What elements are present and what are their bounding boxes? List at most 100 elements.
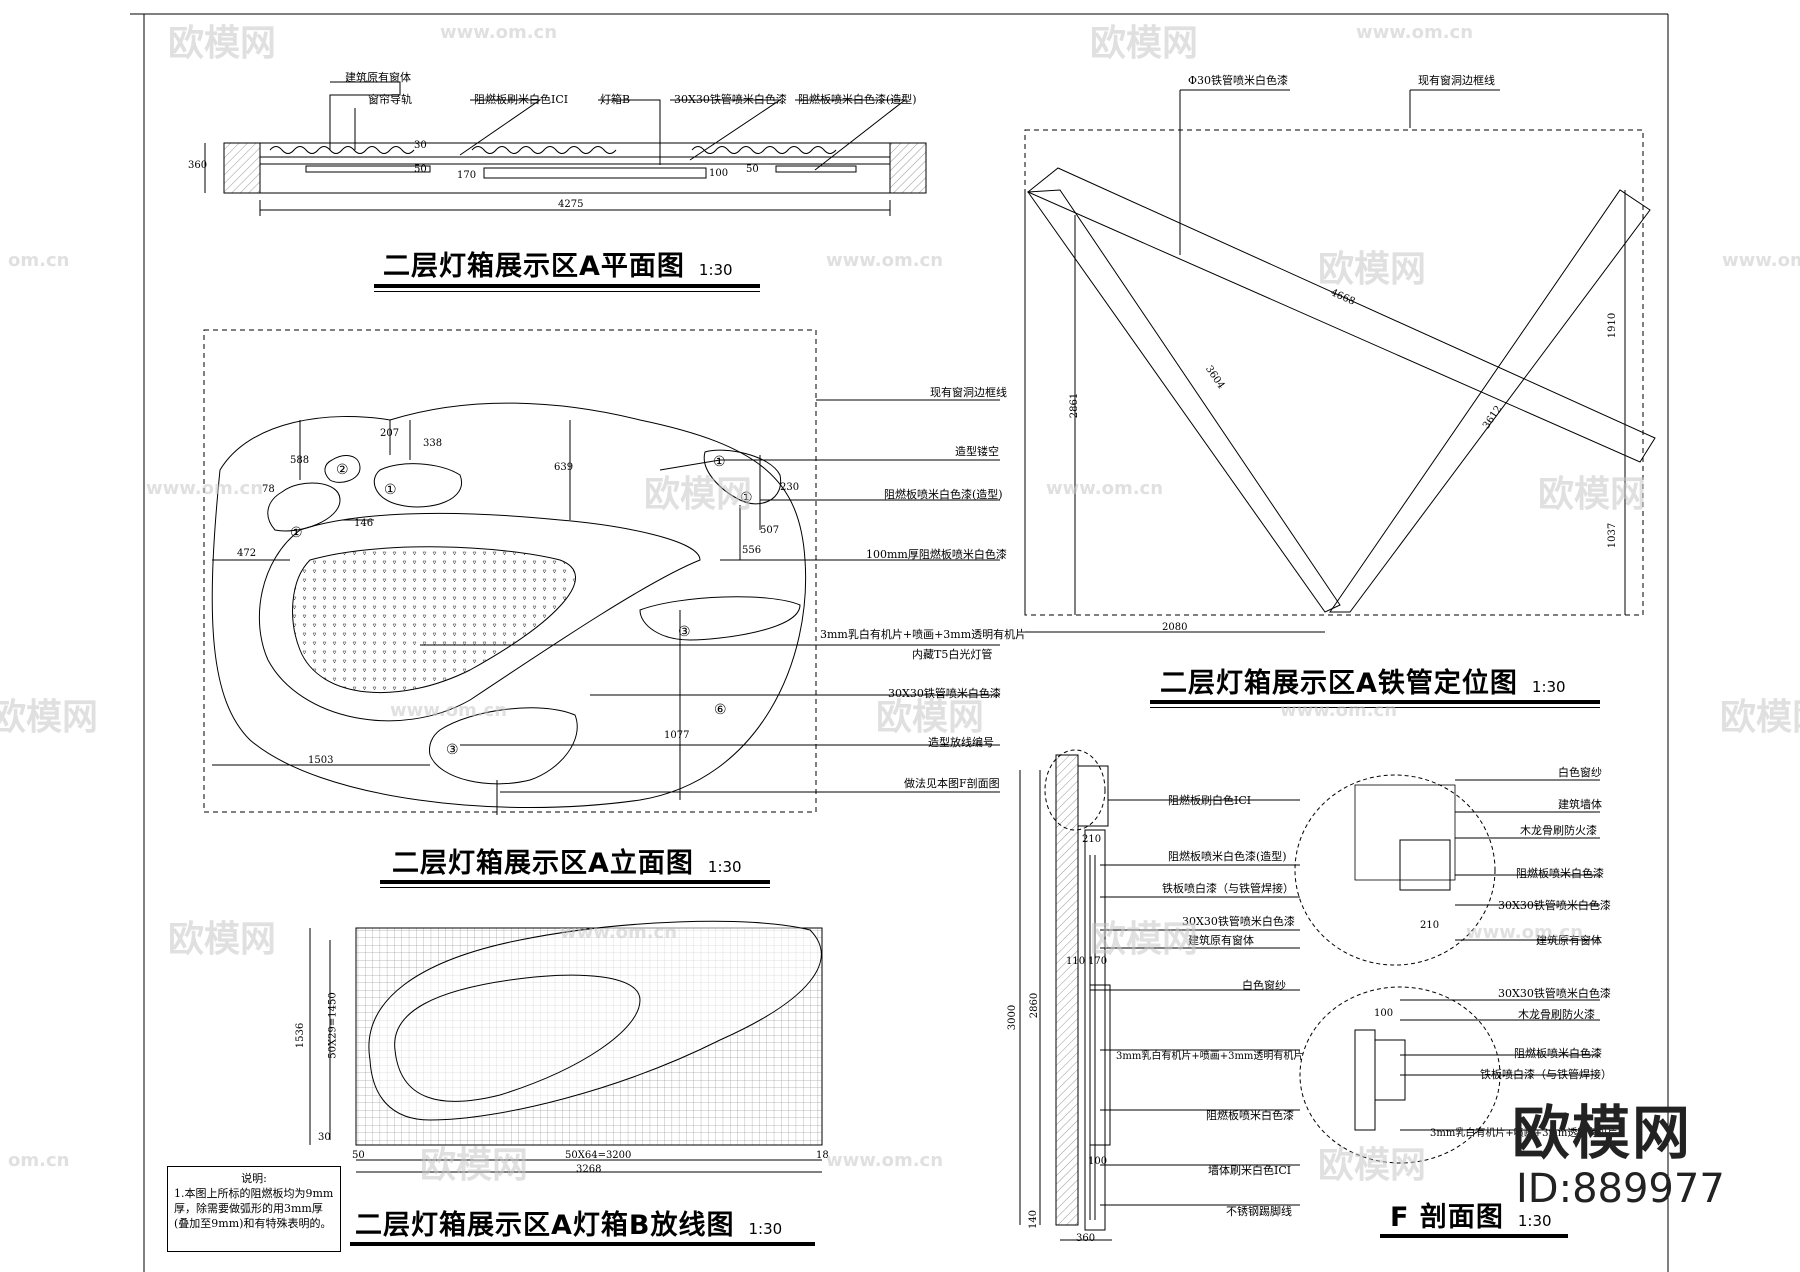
watermark-logo-12: 欧模网 [1318,1145,1427,1186]
section-r-label-4: 阻燃板喷米白色漆 [1516,867,1604,880]
section-title: F 剖面图 1:30 [1390,1195,1552,1234]
watermark-logo-7: 欧模网 [876,697,985,738]
elev-dim-1503: 1503 [308,755,334,766]
watermark-url-6: www.om.cn [146,478,264,499]
watermark-url-4: www.om.cn [826,250,944,271]
elev-label-acrylic: 3mm乳白有机片+喷画+3mm透明有机片 [820,628,1027,641]
elev-title-underline [380,880,770,884]
elev-label-see: 做法见本图F剖面图 [904,777,1000,790]
section-title-underline [1380,1234,1568,1238]
plan-dim-30: 30 [414,140,427,151]
elev-scale: 1:30 [707,858,742,876]
elev-marker-6: ⑥ [714,702,727,718]
elev-dim-338: 338 [423,438,443,449]
pipe-title-underline-thin [1150,707,1600,708]
plan-title-text: 二层灯箱展示区A平面图 [383,251,685,282]
elev-dim-1077: 1077 [664,730,690,741]
watermark-url-9: www.om.cn [1280,700,1398,721]
notes-heading: 说明: [241,1172,267,1185]
layout-dim-50: 50 [352,1150,365,1161]
elev-marker-1d: ① [740,490,753,506]
plan-dim-170: 170 [457,170,477,181]
section-dim-2860: 2860 [1029,992,1041,1019]
layout-title-underline [350,1242,815,1246]
pipe-title-text: 二层灯箱展示区A铁管定位图 [1160,668,1518,699]
elev-label-lamp: 内藏T5白光灯管 [912,648,993,661]
pipe-title: 二层灯箱展示区A铁管定位图 1:30 [1160,661,1566,700]
plan-title-underline-thin [374,291,760,292]
sheet-border [130,13,1669,1272]
section-r-label-10: 铁板喷白漆（与铁管焊接） [1480,1068,1612,1081]
brand-id: ID:889977 [1516,1166,1725,1212]
elev-label-pipe: 30X30铁管喷米白色漆 [888,687,1001,700]
plan-label-shape: 阻燃板喷米白色漆(造型) [798,93,917,106]
brand-logo-text: 欧模网 [1512,1099,1693,1167]
layout-dim-50x29: 50X29=1450 [327,992,339,1059]
elev-label-hollow: 造型镂空 [955,445,999,458]
elev-marker-3a: ③ [678,624,691,640]
section-scale: 1:30 [1517,1212,1552,1230]
layout-dim-3268: 3268 [576,1164,602,1175]
section-dim-3000: 3000 [1007,1004,1019,1031]
plan-scale: 1:30 [698,261,733,279]
pipe-scale: 1:30 [1531,678,1566,696]
layout-scale: 1:30 [748,1220,783,1238]
elev-marker-2: ② [336,462,349,478]
notes-body: 1.本图上所标的阻燃板均为9mm厚，除需要做弧形的用3mm厚(叠加至9mm)和有… [174,1187,334,1230]
section-r-label-5: 30X30铁管喷米白色漆 [1498,899,1611,912]
plan-dim-total: 4275 [558,199,584,210]
plan-label-rail: 窗帘导轨 [368,93,412,106]
section-r-label-9: 阻燃板喷米白色漆 [1514,1047,1602,1060]
pipe-title-underline [1150,700,1600,704]
plan-label-window: 建筑原有窗体 [345,71,411,84]
section-dim-210a: 210 [1082,834,1102,845]
watermark-url-8: www.om.cn [390,700,508,721]
plan-label-board: 阻燃板刷米白色ICI [474,93,569,106]
plan-label-lightbox: 灯箱B [600,93,631,106]
layout-dim-30: 30 [318,1132,331,1143]
elev-dim-78: 78 [262,484,275,495]
section-label-5: 建筑原有窗体 [1188,934,1254,947]
section-title-text: F 剖面图 [1390,1202,1504,1233]
elev-dim-556: 556 [742,545,762,556]
elev-dim-507: 507 [760,525,780,536]
elev-marker-1a: ① [290,525,303,541]
elevation-view [203,329,1000,815]
watermark-url-3: om.cn [8,250,70,271]
plan-label-pipe: 30X30铁管喷米白色漆 [674,93,787,106]
layout-dim-1536: 1536 [295,1022,307,1049]
elev-label-shape: 阻燃板喷米白色漆(造型) [884,488,1003,501]
section-r-label-3: 木龙骨刷防火漆 [1520,824,1597,837]
elev-title: 二层灯箱展示区A立面图 1:30 [392,841,742,880]
section-r-label-1: 白色窗纱 [1558,766,1602,779]
watermark-logo-4: 欧模网 [644,474,753,515]
elev-label-frame: 现有窗洞边框线 [930,386,1007,399]
layout-dim-18: 18 [816,1150,829,1161]
pipe-dim-2861: 2861 [1069,392,1081,419]
section-label-6: 白色窗纱 [1242,979,1286,992]
elev-marker-1b: ① [384,482,397,498]
elev-title-underline-thin [380,887,770,888]
section-dim-210b: 210 [1420,920,1440,931]
watermark-logo-8: 欧模网 [1720,697,1800,738]
elev-marker-3b: ③ [446,742,459,758]
watermark-url-10: www.om.cn [560,922,678,943]
section-label-9: 墙体刷米白色ICI [1208,1164,1292,1177]
pipe-label-frame: 现有窗洞边框线 [1418,74,1495,87]
pipe-location-view [1024,89,1656,633]
section-dim-100a: 100 [1088,1156,1108,1167]
plan-title-underline [374,284,760,288]
plan-dim-depth: 360 [188,160,208,171]
section-r-label-7: 30X30铁管喷米白色漆 [1498,987,1611,1000]
section-label-7: 3mm乳白有机片+喷画+3mm透明有机片 [1116,1051,1304,1062]
pipe-dim-1910: 1910 [1607,312,1619,339]
watermark-url-13: www.om.cn [826,1150,944,1171]
layout-title-text: 二层灯箱展示区A灯箱B放线图 [355,1210,735,1241]
watermark-logo-6: 欧模网 [0,697,99,738]
section-r-label-2: 建筑墙体 [1558,798,1602,811]
layout-dim-50x64: 50X64=3200 [565,1150,632,1161]
elev-title-text: 二层灯箱展示区A立面图 [392,848,694,879]
plan-dim-50b: 50 [746,164,759,175]
pipe-dim-1037: 1037 [1607,522,1619,549]
section-label-3: 铁板喷白漆（与铁管焊接） [1162,882,1294,895]
